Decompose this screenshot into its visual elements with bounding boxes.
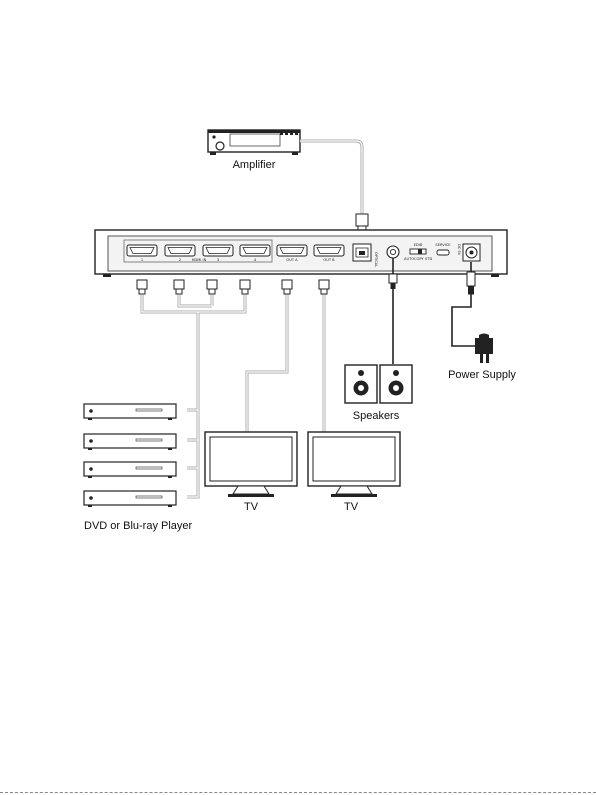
- out-a-cable: [247, 294, 287, 432]
- out-a-plug: [282, 280, 292, 294]
- audio-jack: [387, 246, 399, 258]
- power-supply-label: Power Supply: [448, 369, 516, 381]
- power-supply: [475, 334, 493, 364]
- hdmi-in-2-plug: [174, 280, 184, 294]
- edid-copy-label: COPY: [414, 257, 424, 261]
- hdmi-out-b-port: [314, 245, 344, 256]
- optical-cable: [300, 141, 368, 238]
- tv-b-label: TV: [344, 501, 359, 513]
- player-4: [84, 491, 176, 507]
- hdmi-in-2-label: 2: [179, 258, 181, 262]
- player-1: [84, 404, 176, 420]
- speaker-cable: [389, 258, 397, 364]
- hdmi-in-1-port: [127, 245, 157, 256]
- hdmi-out-a-port: [277, 245, 307, 256]
- out-b-label: OUT B: [323, 258, 335, 262]
- out-a-label: OUT A: [286, 258, 298, 262]
- page-bottom-rule: [0, 792, 596, 793]
- tv-b: [308, 432, 400, 497]
- edid-label: EDID: [414, 243, 423, 247]
- hdmi-in-1-plug: [137, 280, 147, 294]
- hdmi-in-4-plug: [240, 280, 250, 294]
- hdmi-in-label: HDMI IN: [192, 258, 207, 262]
- amplifier-label: Amplifier: [233, 159, 276, 171]
- edid-auto-label: AUTO: [404, 257, 414, 261]
- edid-switch: [410, 249, 426, 254]
- dc-label: DC 5V: [457, 244, 461, 256]
- hdmi-in-2-port: [165, 245, 195, 256]
- hdmi-in-4-port: [240, 245, 270, 256]
- tv-a-label: TV: [244, 501, 259, 513]
- service-label: SERVICE: [435, 243, 451, 247]
- speaker-left: [345, 365, 377, 403]
- service-port: [437, 250, 449, 255]
- hdmi-in-3-port: [203, 245, 233, 256]
- speakers-label: Speakers: [353, 410, 400, 422]
- players-label: DVD or Blu-ray Player: [84, 520, 193, 532]
- player-3: [84, 462, 176, 478]
- amplifier: [208, 130, 300, 155]
- edid-std-label: STD: [425, 257, 432, 261]
- optical-label: OPTICAL: [374, 252, 378, 267]
- speaker-right: [380, 365, 412, 403]
- tv-a: [205, 432, 297, 497]
- hdmi-in-3-plug: [207, 280, 217, 294]
- optical-port: [353, 244, 371, 261]
- hdmi-in-3-label: 3: [217, 258, 219, 262]
- dc-power-jack: [463, 244, 480, 261]
- player-2: [84, 434, 176, 450]
- out-b-plug: [319, 280, 329, 294]
- hdmi-in-1-label: 1: [141, 258, 143, 262]
